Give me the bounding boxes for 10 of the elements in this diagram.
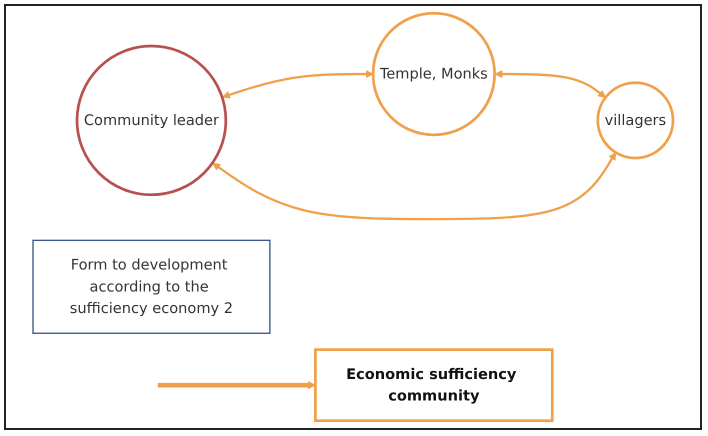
arrow: [222, 70, 374, 99]
node-circle: [372, 12, 496, 136]
diagram-frame: Temple, Monks Community leader villagers Economic sufficiency community Form to development according to the sufficiency economy 2: [4, 4, 702, 430]
arrow: [158, 381, 316, 390]
node-circle: [76, 44, 228, 196]
arrow: [212, 152, 616, 220]
node-box: [314, 348, 554, 422]
node-box: [32, 240, 271, 334]
arrow: [494, 70, 606, 98]
node-circle: [596, 81, 674, 160]
